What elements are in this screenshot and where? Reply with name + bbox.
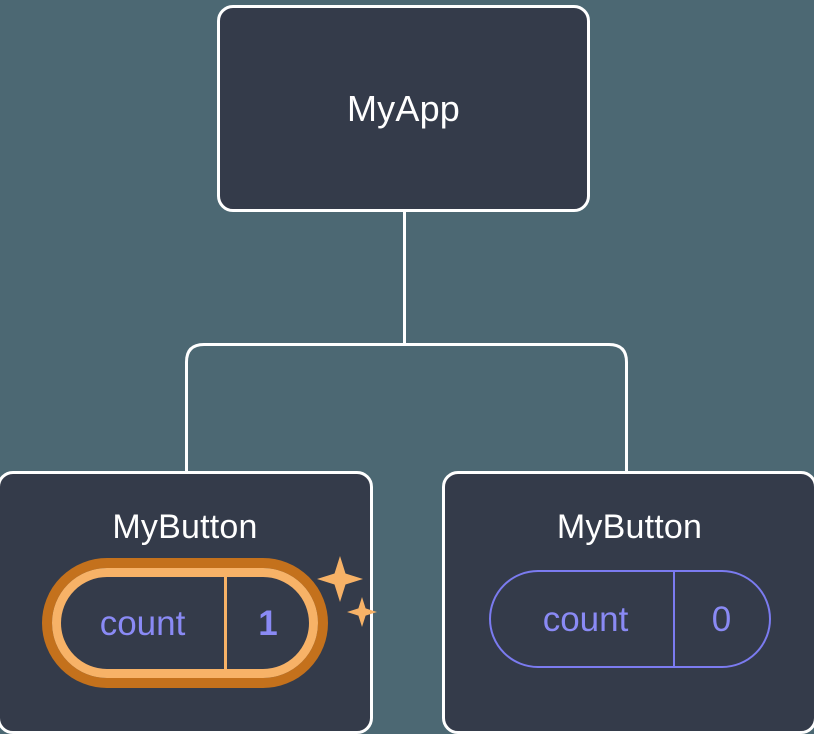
- state-badge-glow-inner-ring: [52, 568, 318, 678]
- state-badge-content: count 1: [61, 577, 309, 669]
- state-badge-glow-outer-ring: [42, 558, 328, 688]
- state-key-label: count: [542, 599, 629, 639]
- node-mybutton-left[interactable]: MyButton count 1: [0, 471, 377, 734]
- node-mybutton-left-label: MyButton: [112, 508, 258, 546]
- connector-branch: [185, 343, 628, 471]
- node-mybutton-right-label: MyButton: [556, 508, 703, 546]
- node-myapp-label: MyApp: [346, 87, 461, 129]
- state-badge-highlighted[interactable]: count 1: [42, 556, 377, 688]
- state-value-label: 0: [672, 572, 769, 666]
- state-key-label: count: [99, 603, 186, 643]
- state-badge-pill: count 0: [488, 570, 771, 668]
- state-value-label: 1: [224, 577, 309, 669]
- node-myapp[interactable]: MyApp: [217, 5, 590, 212]
- state-badge-plain[interactable]: count 0: [488, 570, 771, 668]
- node-mybutton-right[interactable]: MyButton count 0: [442, 471, 814, 734]
